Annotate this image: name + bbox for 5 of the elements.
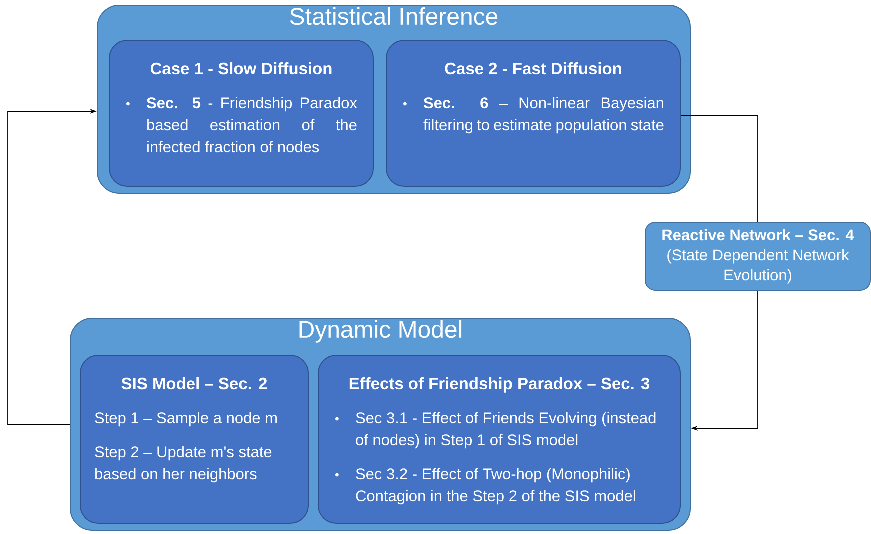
section-box: Case 1 - Slow Diffusion Sec. 5 - Friendship Paradox based estimation of the infected fraction of nodes xyxy=(109,40,374,187)
process-box: Reactive Network – Sec. 4 (State Dependent Network Evolution) xyxy=(645,222,871,291)
section-box: Case 2 - Fast Diffusion Sec. 6 – Non-linear Bayesian filtering to estimate population state xyxy=(386,40,681,187)
section-box: SIS Model – Sec. 2 Step 1 – Sample a node m Step 2 – Update m's state based on her neighbors xyxy=(80,355,309,524)
section-box: Effects of Friendship Paradox – Sec. 3 Sec 3.1 - Effect of Friends Evolving (instead of nodes) in Step 1 of SIS model Sec 3.2 - Effect of Two-hop (Monophilic) Contagion in the Step 2 of the SIS model xyxy=(318,355,681,524)
